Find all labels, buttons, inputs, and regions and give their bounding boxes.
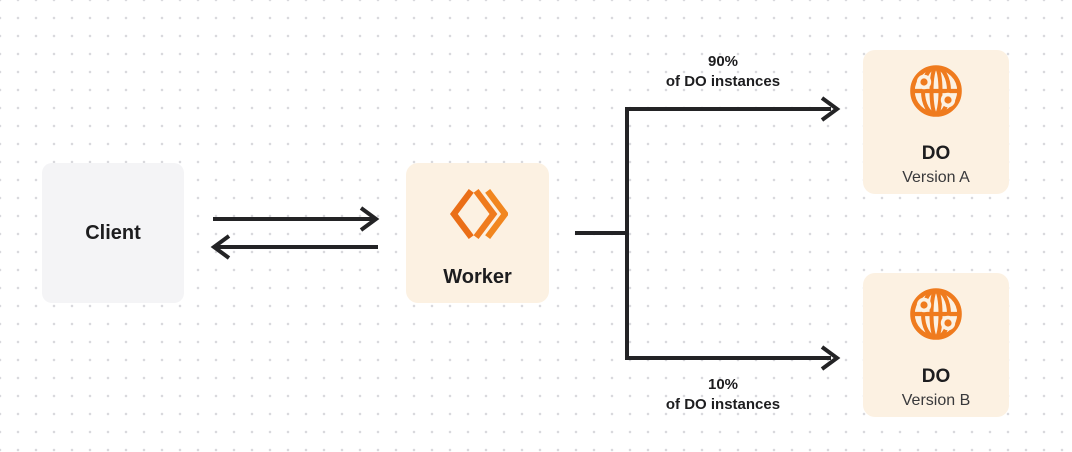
branch-tree-line xyxy=(625,107,831,360)
worker-node: Worker xyxy=(406,163,549,303)
do-a-subtitle: Version A xyxy=(902,169,970,186)
globe-icon xyxy=(910,65,962,117)
branch-top-caption: of DO instances xyxy=(665,73,781,90)
do-version-b-node: DO Version B xyxy=(863,273,1009,417)
worker-label: Worker xyxy=(443,266,512,288)
client-node: Client xyxy=(42,163,184,303)
do-version-a-node: DO Version A xyxy=(863,50,1009,194)
branch-top-arrowhead xyxy=(820,96,841,122)
do-b-title: DO xyxy=(921,366,951,387)
branch-top-label: 90% of DO instances xyxy=(623,52,823,92)
branch-bottom-label: 10% of DO instances xyxy=(623,375,823,415)
client-label: Client xyxy=(85,221,141,244)
workers-icon xyxy=(449,188,508,240)
do-a-title: DO xyxy=(921,143,951,164)
globe-icon xyxy=(910,288,962,340)
branch-top-percent: 90% xyxy=(707,53,739,70)
do-b-subtitle: Version B xyxy=(901,392,971,409)
branch-bottom-arrowhead xyxy=(820,345,841,371)
worker-to-client-arrowhead xyxy=(210,234,231,260)
branch-bottom-percent: 10% xyxy=(707,376,739,393)
client-to-worker-arrowhead xyxy=(359,206,380,232)
branch-bottom-caption: of DO instances xyxy=(665,396,781,413)
